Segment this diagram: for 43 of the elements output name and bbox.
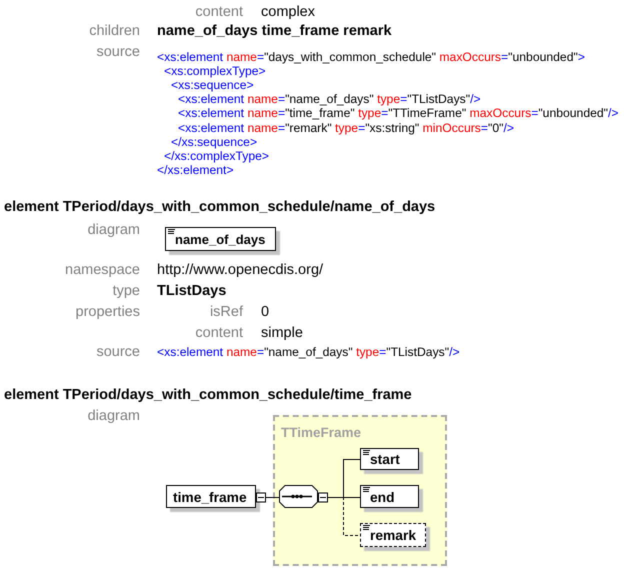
element-box [360,523,426,547]
property-label: source [96,44,140,60]
property-label: diagram [88,222,140,238]
property-label: properties [76,304,140,320]
property-label: source [96,344,140,360]
sequence-octagon [279,485,318,508]
type-container [273,415,447,566]
property-value: http://www.openecdis.org/ [157,262,324,278]
property-value: TListDays [157,282,226,300]
source-code-line: </xs:element> [157,162,234,177]
property-value: simple [261,324,303,342]
element-box [360,448,419,470]
property-value: name_of_days time_frame remark [157,22,392,40]
element-name: start [370,452,400,468]
element-name: end [370,490,395,506]
element-name: remark [370,528,416,544]
property-value: 0 [261,304,270,320]
element-box [360,485,419,508]
property-label: content [195,324,243,342]
property-value: complex [261,4,315,20]
source-code-line: <xs:element name="remark" type="xs:string" minOccurs="0"/> [178,120,514,134]
source-code-line: <xs:element name="time_frame" type="TTimeFrame" maxOccurs="unbounded"/> [178,106,619,120]
source-code-line: <xs:element name="name_of_days" type="TListDays"/> [157,345,460,359]
property-label: content [195,4,243,20]
section-heading: element TPeriod/days_with_common_schedule/time_frame [4,386,412,404]
element-name: name_of_days [175,232,266,248]
source-code-line: <xs:element name="name_of_days" type="TListDays"/> [178,92,481,106]
source-code-line: </xs:sequence> [171,134,258,149]
property-label: diagram [88,408,140,424]
connector-line [256,492,280,502]
property-label: children [89,22,140,40]
property-label: namespace [65,262,140,278]
source-code-line: <xs:complexType> [164,64,266,78]
source-code-line: </xs:complexType> [164,148,270,163]
type-name: TTimeFrame [281,425,362,441]
property-label: type [112,282,140,300]
element-name: time_frame [173,490,247,506]
source-code-line: <xs:sequence> [171,78,254,92]
element-box [165,227,276,251]
property-label: isRef [210,304,243,320]
source-code-line: <xs:element name="days_with_common_schedule" maxOccurs="unbounded"> [157,50,585,64]
element-box [166,485,256,508]
section-heading: element TPeriod/days_with_common_schedule/name_of_days [4,198,436,216]
